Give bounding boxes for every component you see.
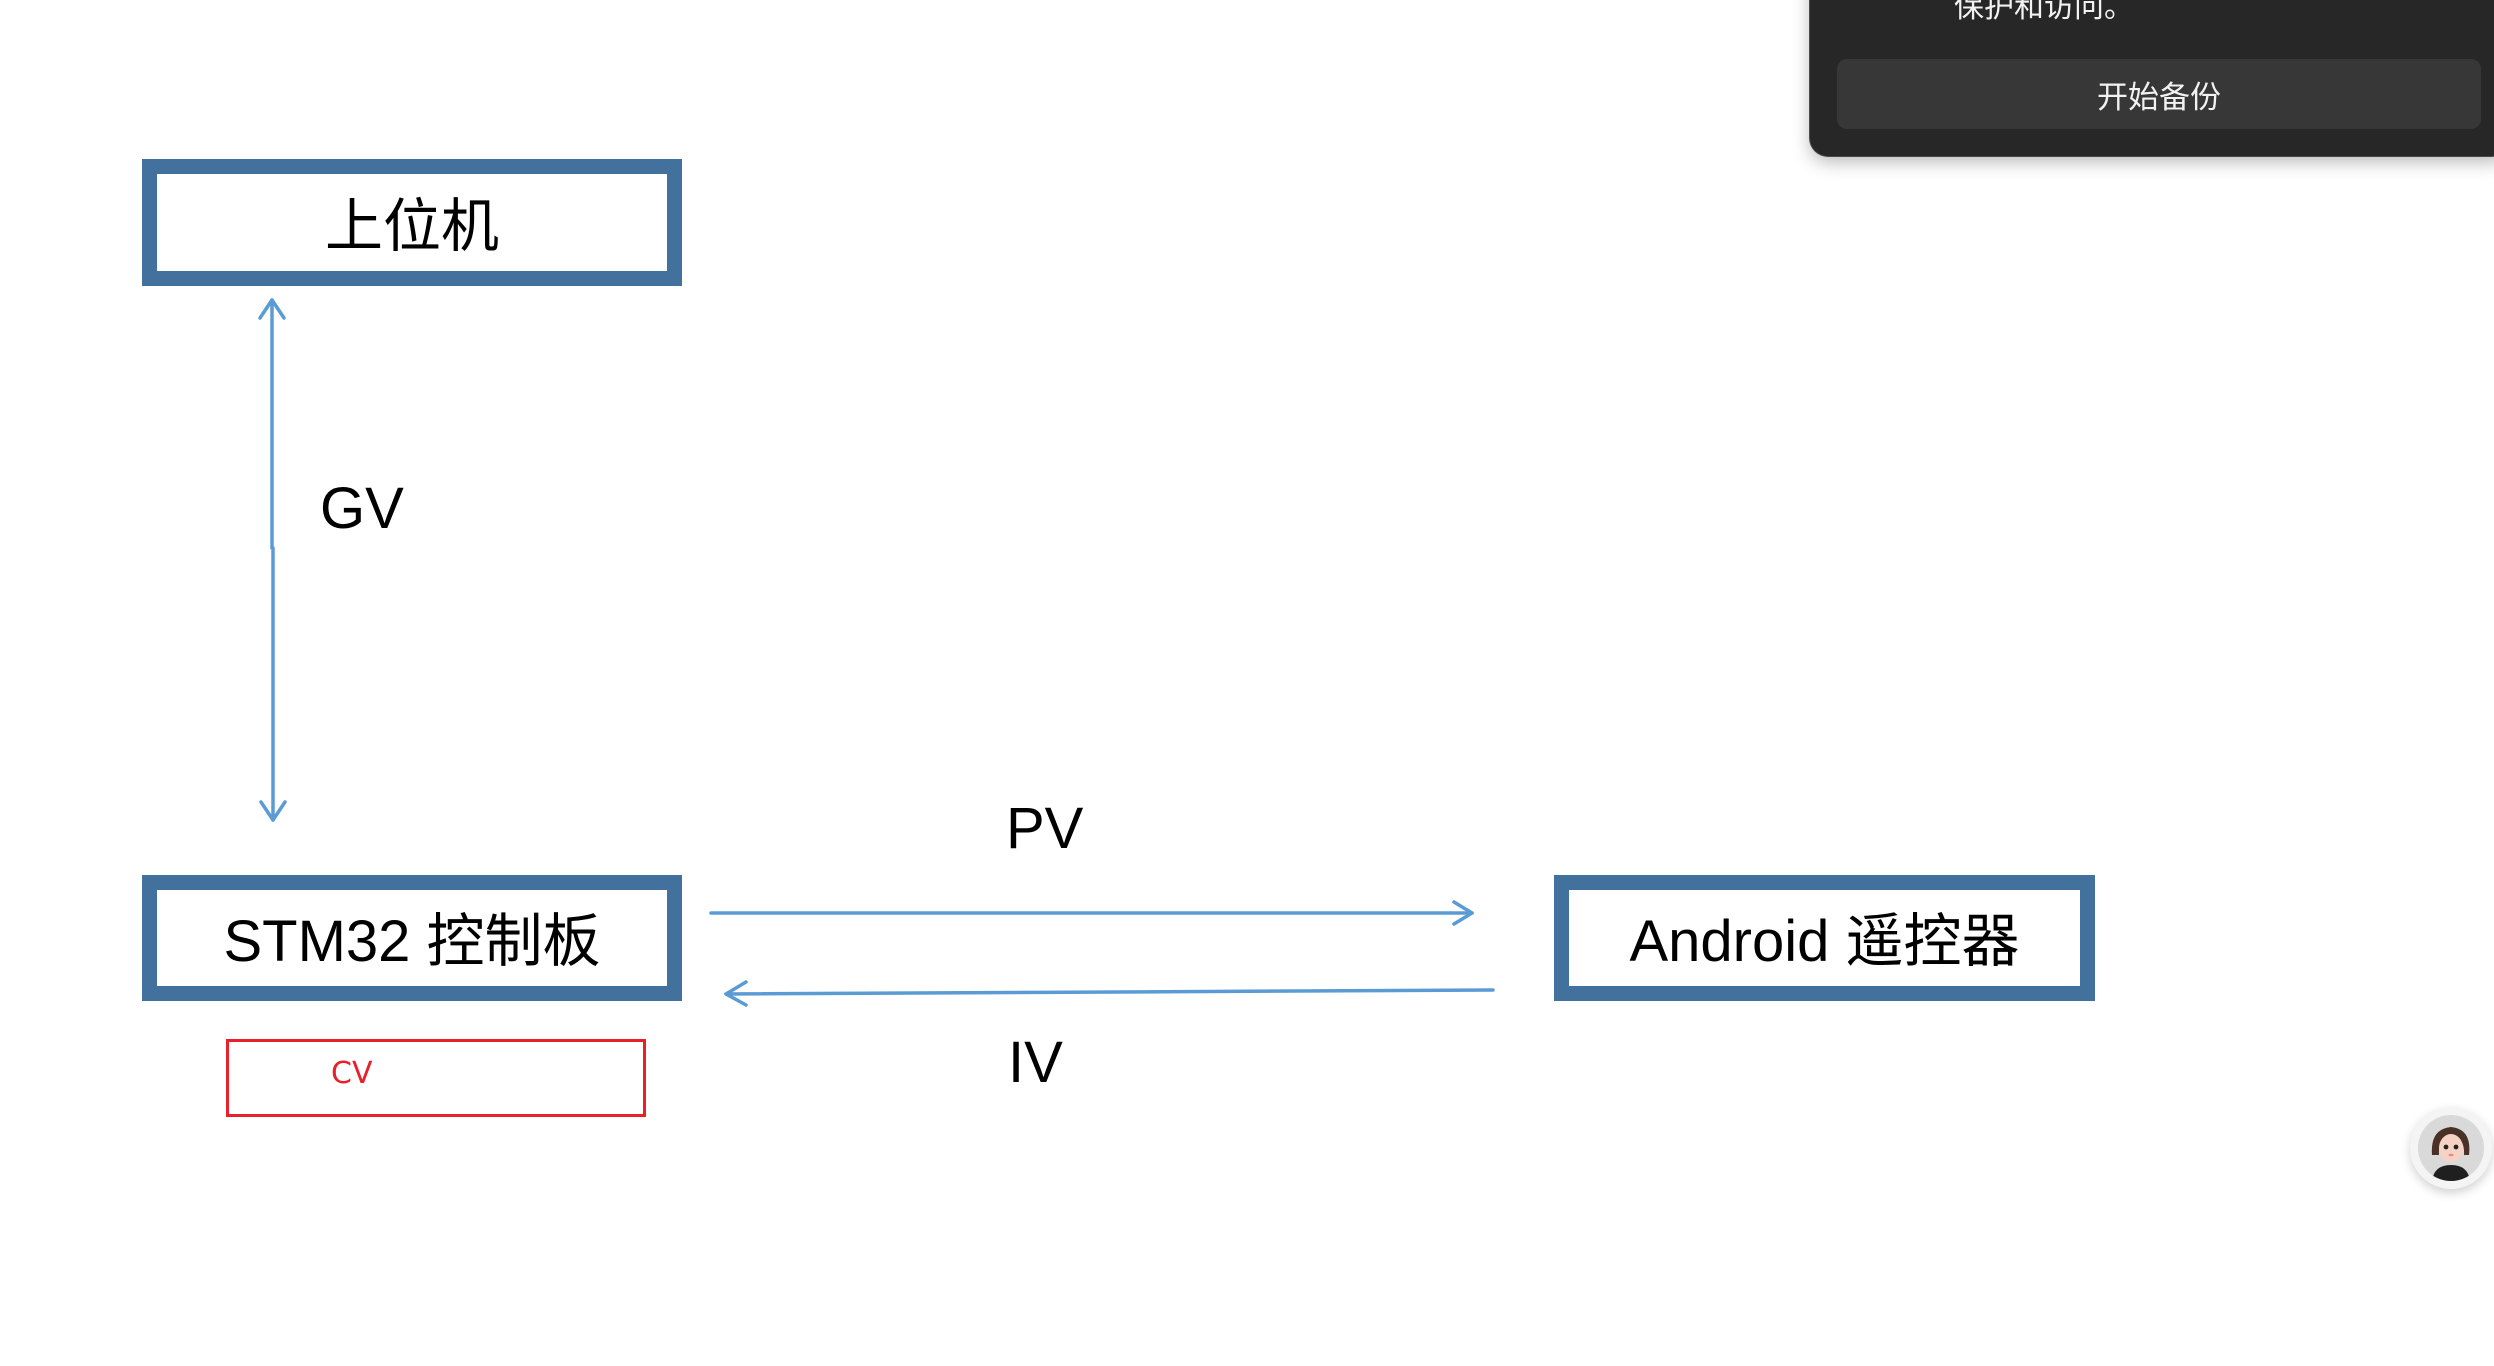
arrow-iv-line <box>724 988 1495 996</box>
arrow-iv-head <box>724 980 748 1007</box>
start-backup-button[interactable]: 开始备份 <box>1837 59 2481 129</box>
node-android-label: Android 遥控器 <box>1629 909 2020 974</box>
edge-label-iv: IV <box>1008 1030 1063 1095</box>
node-android-remote[interactable]: Android 遥控器 <box>1554 875 2095 1001</box>
cv-label: CV <box>331 1056 373 1091</box>
arrow-gv-head-up <box>258 298 286 320</box>
arrow-pv[interactable] <box>709 900 1474 926</box>
assistant-avatar-button[interactable] <box>2410 1107 2492 1189</box>
node-stm32-board[interactable]: STM32 控制板 <box>142 875 682 1001</box>
node-host-label: 上位机 <box>324 193 499 259</box>
backup-notification-message: 保护和访问。 <box>1954 0 2134 25</box>
edge-label-pv: PV <box>1006 796 1084 861</box>
arrow-pv-head <box>1452 900 1474 926</box>
backup-notification-popup: 保护和访问。 开始备份 <box>1810 0 2494 156</box>
cv-annotation-box[interactable]: CV <box>226 1039 646 1117</box>
assistant-avatar-icon <box>2418 1115 2484 1181</box>
arrow-gv-bidirectional[interactable] <box>258 298 287 822</box>
arrow-iv[interactable] <box>724 980 1495 1007</box>
arrow-gv-line <box>270 298 275 822</box>
edge-label-gv: GV <box>320 476 404 541</box>
node-host-computer[interactable]: 上位机 <box>142 159 682 286</box>
arrow-gv-head-down <box>259 800 287 822</box>
node-stm32-label: STM32 控制板 <box>223 909 601 974</box>
